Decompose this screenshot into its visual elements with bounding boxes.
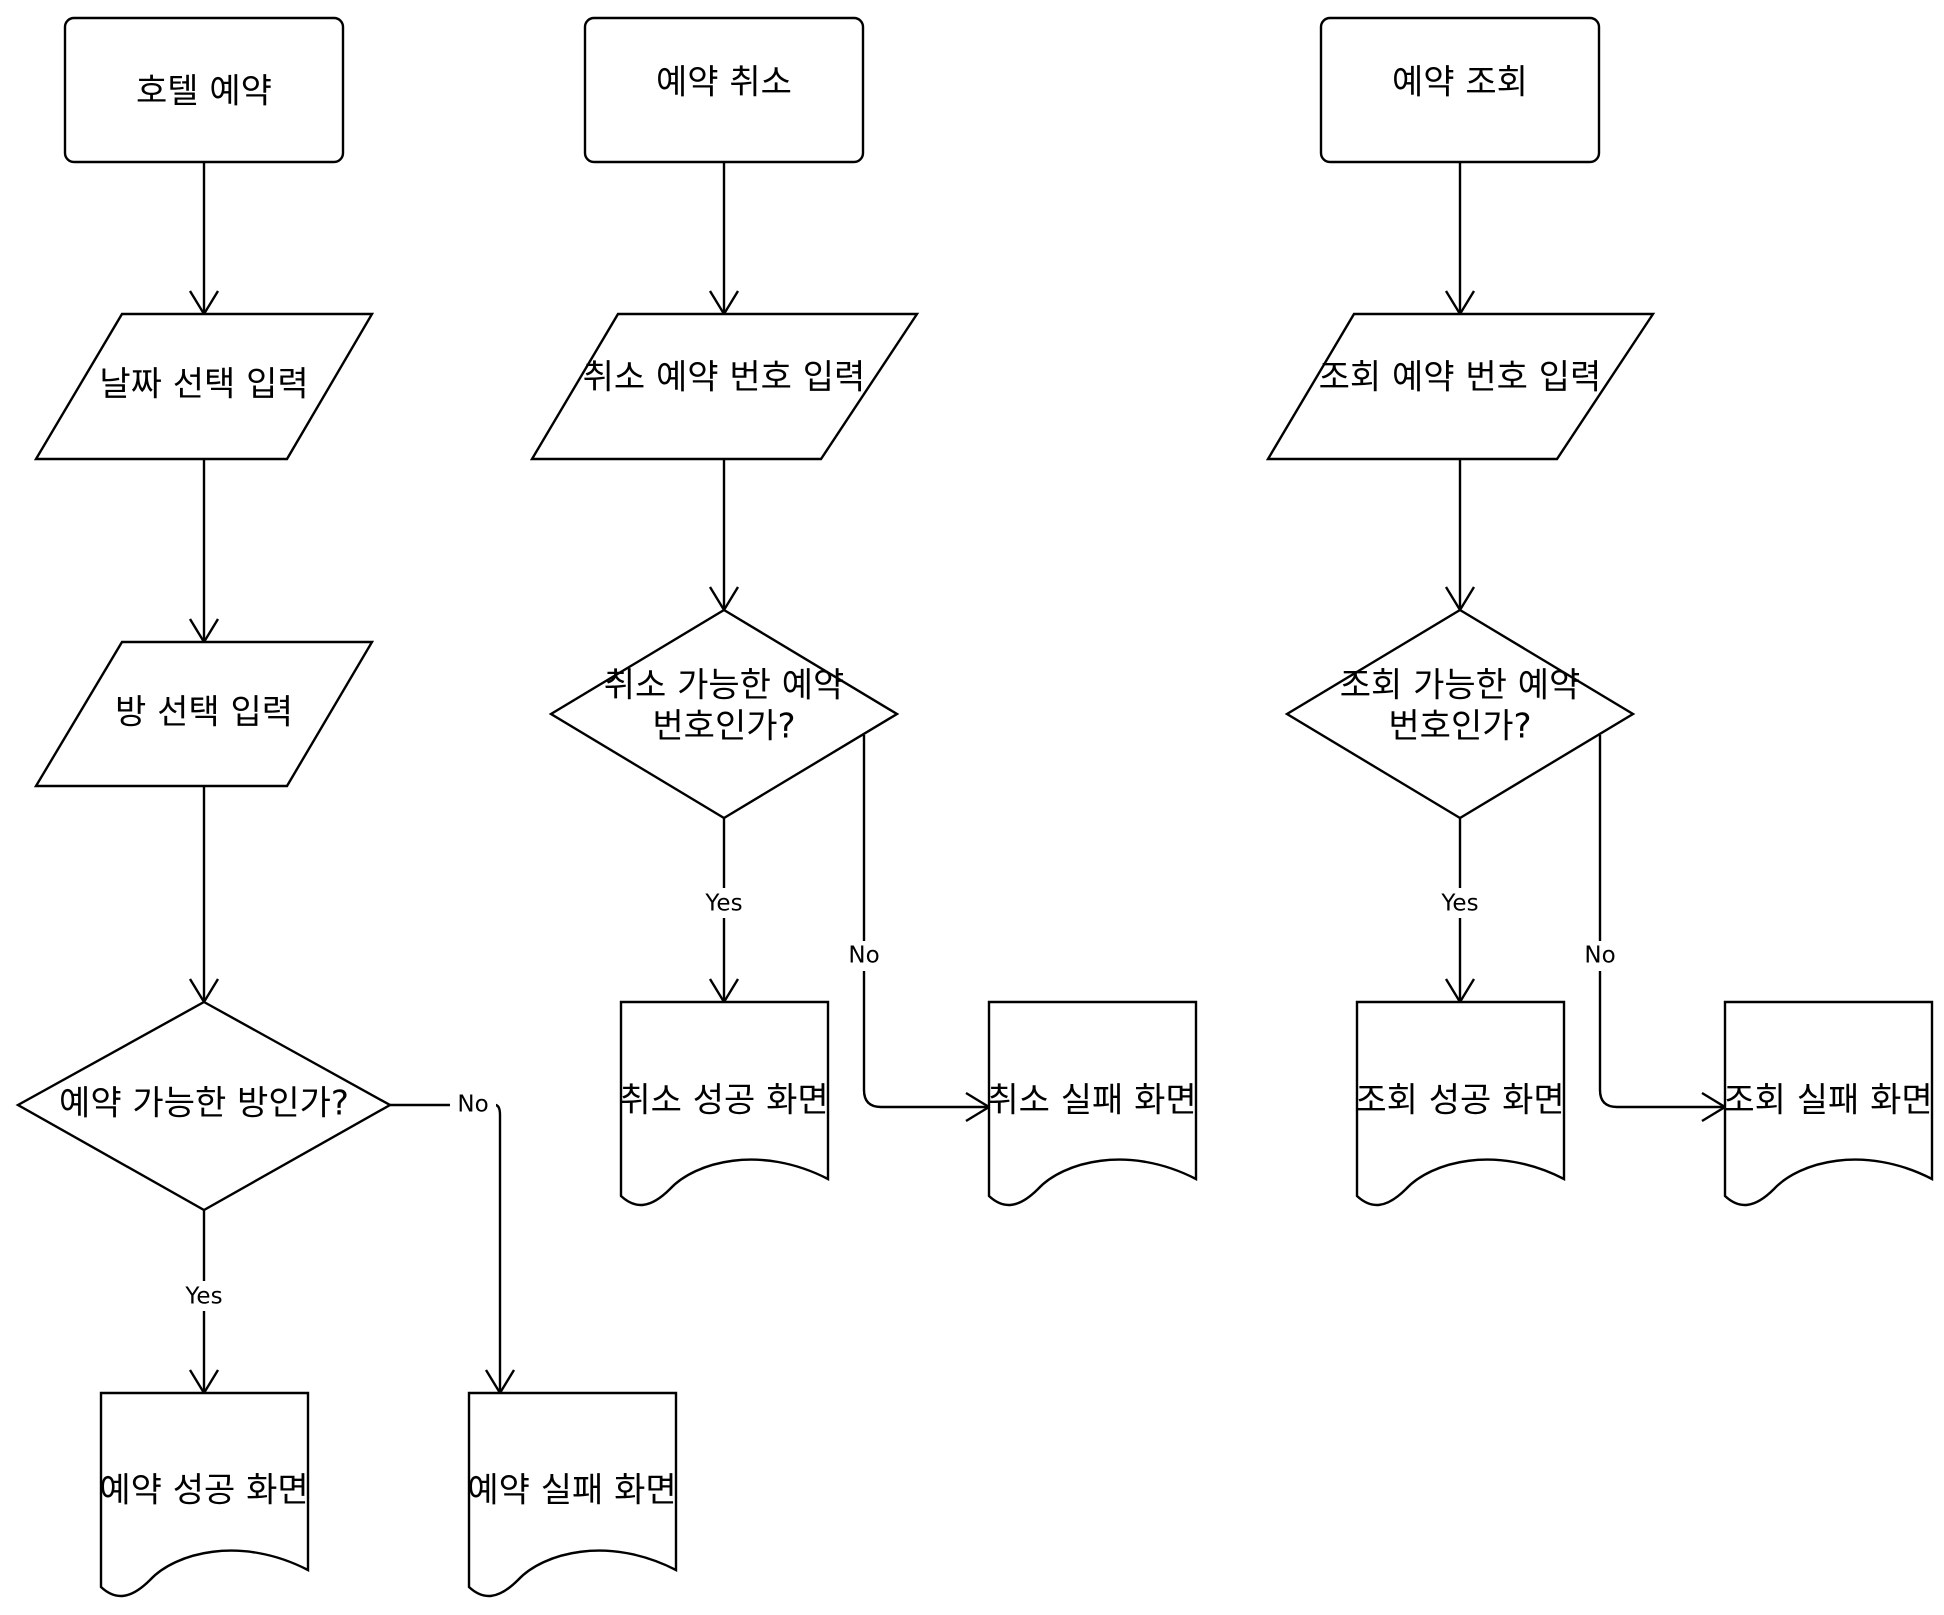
yes-label: Yes — [184, 1284, 222, 1310]
failure-label: 예약 실패 화면 — [467, 1471, 676, 1511]
flow-reservation-lookup: 예약 조회 조회 예약 번호 입력 조회 가능한 예약 번호인가? Yes No… — [1265, 16, 1934, 1207]
label-background — [695, 888, 753, 918]
document-node-lookup-failure — [1723, 1000, 1934, 1207]
document-node-reservation-failure — [467, 1391, 678, 1598]
label-background — [1431, 888, 1489, 918]
edge-no-to-failure — [1598, 735, 1725, 1109]
decision-label-line2: 번호인가? — [1388, 707, 1531, 747]
label-background — [841, 941, 887, 971]
decision-label-line2: 번호인가? — [652, 707, 795, 747]
failure-label: 조회 실패 화면 — [1723, 1081, 1932, 1121]
decision-label: 예약 가능한 방인가? — [59, 1084, 349, 1124]
decision-label-line1: 조회 가능한 예약 — [1340, 666, 1581, 706]
start-node-reservation-lookup — [1319, 16, 1601, 164]
label-background — [450, 1090, 496, 1120]
no-label: No — [1584, 943, 1615, 969]
yes-label: Yes — [704, 891, 742, 917]
start-node-hotel-reservation — [63, 16, 345, 164]
flow-hotel-reservation: 호텔 예약 날짜 선택 입력 방 선택 입력 예약 가능한 방인가? Yes N… — [15, 16, 678, 1598]
no-label: No — [848, 943, 879, 969]
no-label: No — [457, 1092, 488, 1118]
label-background — [1577, 941, 1623, 971]
failure-label: 취소 실패 화면 — [987, 1081, 1196, 1121]
document-node-cancel-success — [619, 1000, 830, 1207]
flow-reservation-cancel: 예약 취소 취소 예약 번호 입력 취소 가능한 예약 번호인가? Yes No… — [529, 16, 1198, 1207]
decision-node-room-available — [15, 1000, 393, 1212]
input-room-label: 방 선택 입력 — [115, 693, 293, 733]
label-background — [175, 1281, 233, 1311]
start-label: 호텔 예약 — [136, 72, 272, 112]
edge-no-to-failure — [390, 1103, 502, 1393]
input-label: 조회 예약 번호 입력 — [1319, 358, 1602, 398]
success-label: 예약 성공 화면 — [99, 1471, 308, 1511]
document-node-reservation-success — [99, 1391, 310, 1598]
input-node-cancel-number — [529, 312, 920, 461]
edge-no-to-failure — [862, 735, 989, 1109]
input-node-lookup-number — [1265, 312, 1656, 461]
start-node-reservation-cancel — [583, 16, 865, 164]
document-node-lookup-success — [1355, 1000, 1566, 1207]
start-label: 예약 취소 — [656, 63, 792, 103]
decision-node-lookup-available — [1284, 608, 1636, 820]
input-node-room — [33, 640, 375, 788]
input-date-label: 날짜 선택 입력 — [99, 365, 308, 405]
input-node-date — [33, 312, 375, 461]
document-node-cancel-failure — [987, 1000, 1198, 1207]
success-label: 취소 성공 화면 — [619, 1081, 828, 1121]
decision-label-line1: 취소 가능한 예약 — [604, 666, 845, 706]
yes-label: Yes — [1440, 891, 1478, 917]
decision-node-cancel-available — [548, 608, 900, 820]
start-label: 예약 조회 — [1392, 63, 1528, 103]
input-label: 취소 예약 번호 입력 — [583, 358, 866, 398]
success-label: 조회 성공 화면 — [1355, 1081, 1564, 1121]
